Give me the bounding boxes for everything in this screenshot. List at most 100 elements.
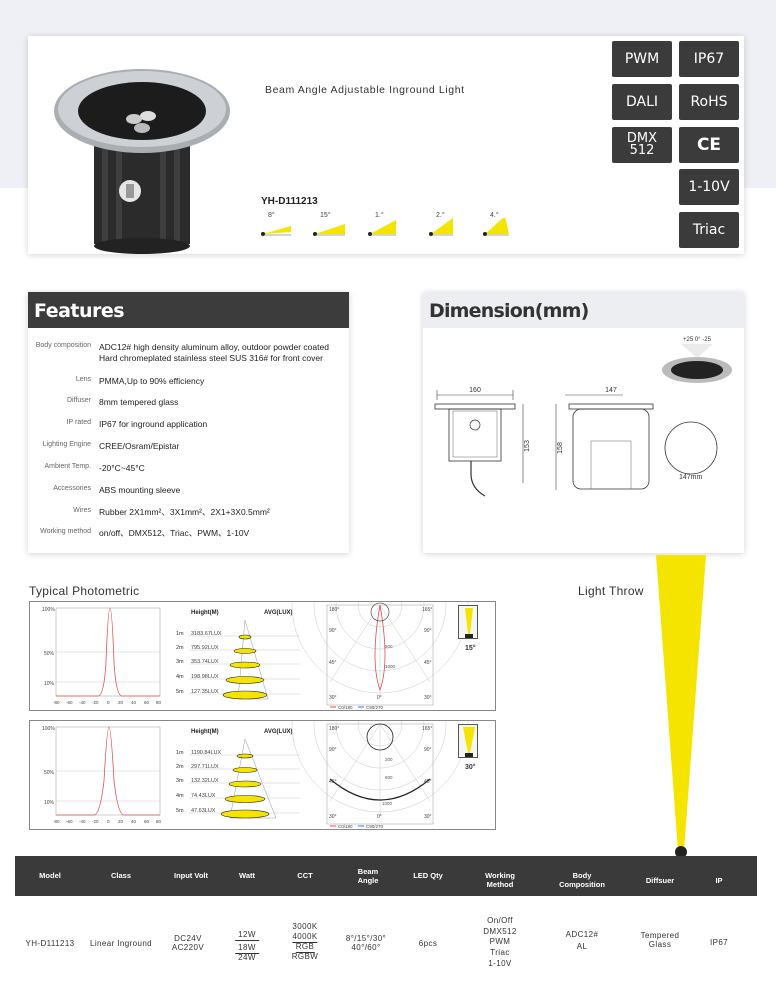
light-throw-title: Light Throw	[578, 584, 644, 598]
feature-value: 8mm tempered glass	[99, 397, 179, 407]
height-label: 4m	[176, 674, 184, 680]
polar-angle-label: 45°	[329, 779, 337, 785]
feature-key: IP rated	[66, 419, 91, 426]
header-led-qty: LED Qty	[413, 871, 443, 880]
curve-x-label: -20	[92, 819, 99, 824]
curve-x-label: -60	[66, 819, 73, 824]
polar-value-label: 500	[385, 644, 393, 649]
photometric-chart-30: 100% 50% 10% -80 -60 -40 -20 0 20 40 60 …	[29, 635, 496, 830]
beam-angle-30: 30°	[465, 764, 476, 771]
polar-angle-label: 30°	[329, 814, 337, 820]
cell-diffuser: Tempered	[640, 931, 680, 940]
curve-x-label: 0	[107, 819, 110, 824]
features-panel: Features Body composition ADC12# high de…	[28, 292, 349, 553]
polar-angle-label: 45°	[424, 660, 432, 666]
cell-body: ADC12#	[565, 930, 599, 939]
polar-angle-label: 165°	[422, 726, 432, 732]
lux-value: 127.35LUX	[191, 689, 219, 695]
polar-angle-label: 90°	[424, 747, 432, 753]
beam-thumb-15	[458, 605, 478, 639]
legend-c0: C0/180	[338, 705, 353, 710]
header-body-composition: Body Composition	[559, 871, 605, 889]
beam-icon-label: 4.°	[490, 212, 499, 219]
lux-value: 47.63LUX	[191, 808, 216, 814]
legend-c0: C0/180	[338, 824, 353, 829]
feature-value: Hard chromeplated stainless steel SUS 31…	[99, 353, 323, 363]
beam-icon-15: 15°	[313, 212, 353, 242]
feature-key: Lens	[75, 376, 91, 383]
curve-y-label: 100%	[42, 726, 55, 732]
feature-key: Accessories	[53, 485, 91, 492]
cell-class: Linear Inground	[89, 939, 153, 948]
beam-icon-8: 8°	[261, 212, 301, 242]
curve-x-label: 40	[131, 819, 137, 824]
polar-value-label: 1000	[382, 801, 393, 806]
feature-key: Lighting Engine	[42, 441, 91, 448]
polar-value-label: 600	[385, 775, 393, 780]
curve-x-label: -40	[79, 819, 86, 824]
header-ip: IP	[715, 876, 723, 885]
spec-table-header: Model Class Input Volt Watt CCT Beam Ang…	[15, 856, 757, 896]
polar-angle-label: 0°	[377, 695, 382, 701]
height-label: 1m	[176, 750, 184, 756]
avg-header: AVG(LUX)	[264, 729, 293, 735]
lux-value: 1190.84LUX	[191, 750, 222, 756]
dim-total-height: 158	[557, 442, 564, 454]
polar-angle-label: 90°	[424, 628, 432, 634]
dimension-title: Dimension(mm)	[423, 292, 744, 328]
cell-working-method: DMX512	[483, 927, 517, 936]
dim-side-width: 147	[605, 387, 617, 394]
height-label: 3m	[176, 659, 184, 665]
polar-angle-label: 30°	[329, 695, 337, 701]
height-label: 5m	[176, 689, 184, 695]
curve-y-label: 100%	[42, 607, 55, 613]
badge-dali: DALI	[612, 84, 672, 120]
height-label: 3m	[176, 778, 184, 784]
cell-watt: 24W	[238, 953, 256, 962]
feature-key: Ambient Temp.	[44, 463, 91, 470]
curve-x-label: -80	[53, 819, 60, 824]
height-label: 5m	[176, 808, 184, 814]
feature-value: ABS mounting sleeve	[99, 485, 181, 495]
lux-rows-15: 1m 2m 3m 4m 5m 3183.67LUX 795.92LUX 353.…	[176, 631, 300, 700]
feature-value: -20°C~45°C	[99, 463, 145, 473]
dim-inner-height: 153	[524, 440, 531, 452]
polar-angle-label: 45°	[424, 779, 432, 785]
dim-tilt: +25 0° -25	[683, 337, 712, 343]
cell-beam-angle: 40°/60°	[351, 943, 381, 952]
polar-value-label: 1000	[385, 664, 396, 669]
model-code: YH-D111213	[261, 196, 318, 207]
polar-angle-label: 30°	[424, 695, 432, 701]
photometric-title: Typical Photometric	[29, 584, 140, 598]
header-input-volt: Input Volt	[173, 871, 209, 880]
cell-body: AL	[576, 942, 588, 951]
curve-x-label: 20	[118, 700, 124, 705]
curve-x-label: 80	[156, 700, 162, 705]
cell-input-volt: DC24V	[174, 934, 202, 943]
curve-y-label: 10%	[44, 800, 55, 806]
lux-rows-30: 1m 2m 3m 4m 5m 1190.84LUX 297.71LUX 132.…	[176, 750, 300, 819]
cell-ip: IP67	[709, 938, 729, 947]
feature-value: CREE/Osram/Epistar	[99, 441, 180, 451]
header-diffuser: Diffsuer	[645, 876, 675, 885]
header-working-method: Working Method	[485, 871, 515, 889]
cell-input-volt: AC220V	[171, 943, 205, 952]
feature-value: on/off、DMX512、Triac、PWM、1-10V	[99, 528, 250, 538]
cell-watt: 12W	[235, 930, 259, 941]
polar-value-label: 200	[385, 757, 393, 762]
beam-angle-icons: 8° 15° 1.° 2.° 4.°	[261, 212, 521, 242]
dimension-panel: Dimension(mm) 160 153 147 158 +25 0° -25…	[423, 292, 744, 553]
cell-working-method: Triac	[490, 948, 510, 957]
cell-beam-angle: 8°/15°/30°	[345, 934, 387, 943]
polar-angle-label: 165°	[422, 607, 432, 613]
badge-ce: CE	[679, 127, 739, 163]
cell-diffuser: Glass	[648, 940, 672, 949]
cell-cct: 3000K	[292, 922, 318, 931]
beam-angle-15: 15°	[465, 645, 476, 652]
cell-led-qty: 6pcs	[418, 939, 438, 948]
curve-x-label: -60	[66, 700, 73, 705]
cell-cct: 4000K	[292, 932, 318, 943]
beam-icon-60: 4.°	[483, 212, 523, 242]
cell-working-method: On/Off	[487, 916, 513, 925]
polar-angle-label: 30°	[424, 814, 432, 820]
